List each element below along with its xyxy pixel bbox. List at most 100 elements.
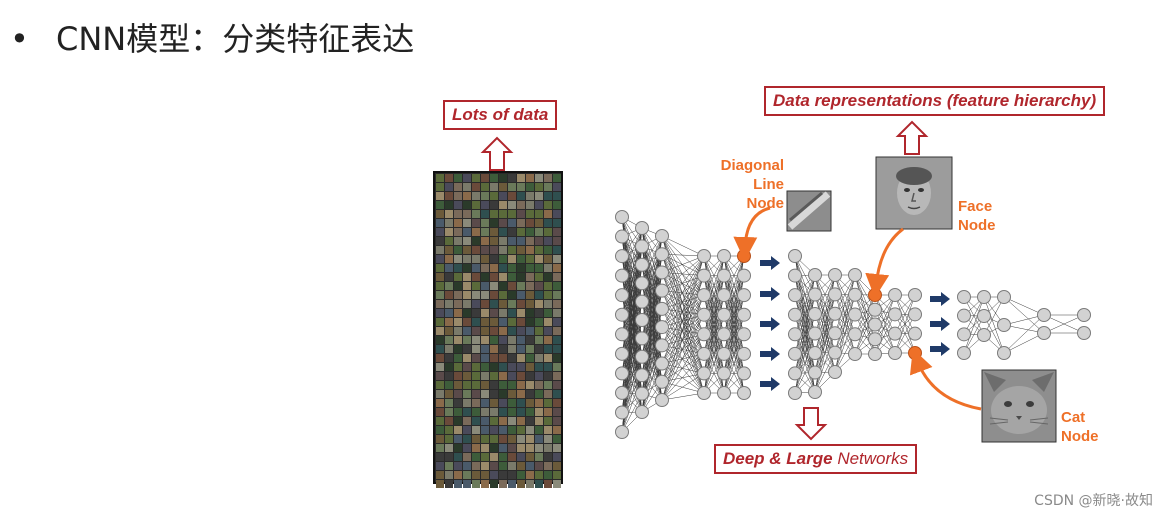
diagonal-line-feature-image <box>786 190 832 232</box>
network-edge <box>661 272 705 354</box>
network-edge <box>621 295 643 339</box>
network-node <box>635 331 649 346</box>
network-edge <box>621 353 643 394</box>
network-node <box>957 308 971 323</box>
network-edge <box>874 294 896 334</box>
network-node <box>848 307 862 322</box>
network-node <box>615 366 629 381</box>
network-edge <box>854 294 876 335</box>
network-node <box>697 327 711 342</box>
network-node <box>868 302 882 317</box>
right-arrow-icon <box>930 317 950 331</box>
face-label-line1: Face <box>958 198 993 215</box>
network-edge <box>703 314 725 394</box>
network-edge <box>621 334 643 394</box>
right-arrow-icon <box>760 377 780 391</box>
network-node <box>808 326 822 341</box>
network-edge <box>661 235 705 354</box>
network-edge <box>874 314 896 355</box>
network-node <box>788 366 802 381</box>
network-node <box>635 405 649 419</box>
network-edge <box>661 345 705 394</box>
network-node <box>615 405 629 420</box>
network-edge <box>661 254 705 394</box>
network-node <box>908 326 922 341</box>
network-node <box>888 346 902 360</box>
network-node <box>635 294 649 309</box>
network-edge <box>963 296 985 354</box>
network-edge <box>621 275 643 321</box>
network-node <box>717 327 731 342</box>
network-node <box>788 249 802 263</box>
network-edge <box>661 255 705 273</box>
network-node <box>615 249 629 264</box>
right-arrow-icon <box>760 287 780 301</box>
network-edge <box>641 235 663 284</box>
face-label-line2: Node <box>958 217 996 234</box>
network-node <box>997 290 1011 304</box>
network-node <box>808 346 822 360</box>
network-edge <box>703 255 725 315</box>
cat-label-line2: Node <box>1061 428 1099 445</box>
network-node <box>635 239 649 254</box>
cat-callout-arrow <box>909 348 982 411</box>
network-edge <box>703 255 725 335</box>
slide-title: •CNN模型：分类特征表达 <box>10 14 414 60</box>
network-node <box>788 307 802 322</box>
network-edge <box>661 253 705 257</box>
network-node <box>808 287 822 302</box>
network-edge <box>1003 296 1045 334</box>
network-edge <box>641 254 663 413</box>
face-callout-arrow <box>865 227 904 298</box>
network-node <box>615 385 629 400</box>
network-node <box>737 288 751 303</box>
network-edge <box>894 314 916 354</box>
network-node <box>788 268 802 283</box>
network-edge <box>661 334 705 364</box>
network-edge <box>834 314 856 373</box>
network-node <box>828 306 842 321</box>
network-edge <box>661 254 705 296</box>
network-node <box>717 386 731 400</box>
network-node <box>808 385 822 399</box>
network-edge <box>661 290 705 296</box>
right-arrow-icon <box>930 292 950 306</box>
network-edge <box>661 308 705 374</box>
network-edge <box>661 254 705 374</box>
network-edge <box>661 235 705 374</box>
network-edge <box>661 272 705 374</box>
highlighted-feature-node <box>868 288 882 302</box>
network-node <box>655 265 669 280</box>
network-edge <box>834 334 856 373</box>
network-edge <box>661 353 705 401</box>
network-edge <box>661 275 705 401</box>
up-arrow-icon <box>895 120 929 155</box>
network-edge <box>723 255 745 315</box>
lots-of-data-label: Lots of data <box>443 100 558 130</box>
watermark: CSDN @新晓·故知 <box>1034 493 1153 509</box>
network-node <box>615 288 629 303</box>
network-edge <box>794 274 816 315</box>
network-node <box>977 309 991 323</box>
network-node <box>737 346 751 361</box>
network-edge <box>661 334 705 401</box>
network-edge <box>621 295 643 357</box>
right-arrow-icon <box>760 317 780 331</box>
network-edge <box>1043 314 1085 334</box>
deep-large-bold-text: Deep & Large <box>723 449 833 468</box>
network-node <box>717 346 731 361</box>
network-edge <box>661 326 705 355</box>
network-node <box>615 425 629 439</box>
network-edge <box>621 393 643 433</box>
network-edge <box>1003 296 1045 316</box>
network-edge <box>794 313 816 394</box>
network-edge <box>834 274 856 334</box>
network-node <box>808 307 822 321</box>
network-edge <box>894 294 916 334</box>
network-node <box>997 318 1011 332</box>
diagonal-label-line1: Diagonal <box>720 157 784 174</box>
network-node <box>888 288 902 302</box>
network-edge <box>621 227 643 393</box>
network-edge <box>1003 332 1045 354</box>
network-node <box>655 229 669 243</box>
